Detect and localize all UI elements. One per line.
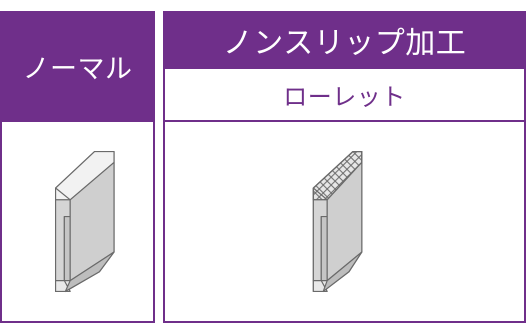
nonslip-column: ノンスリップ加工 ローレット <box>163 11 526 323</box>
normal-column: ノーマル <box>0 11 155 323</box>
nonslip-divider <box>165 120 524 122</box>
nonslip-illustration <box>165 122 524 321</box>
normal-illustration <box>2 122 153 321</box>
normal-divider <box>2 120 153 122</box>
nonslip-subheader: ローレット <box>165 67 524 120</box>
normal-header: ノーマル <box>2 13 153 120</box>
nonslip-title: ノンスリップ加工 <box>222 26 467 61</box>
plain-profile-icon <box>54 150 115 293</box>
nonslip-header: ノンスリップ加工 <box>165 13 524 67</box>
nonslip-subtitle: ローレット <box>283 83 406 111</box>
normal-title: ノーマル <box>22 54 133 85</box>
knurled-profile-icon <box>312 150 363 293</box>
